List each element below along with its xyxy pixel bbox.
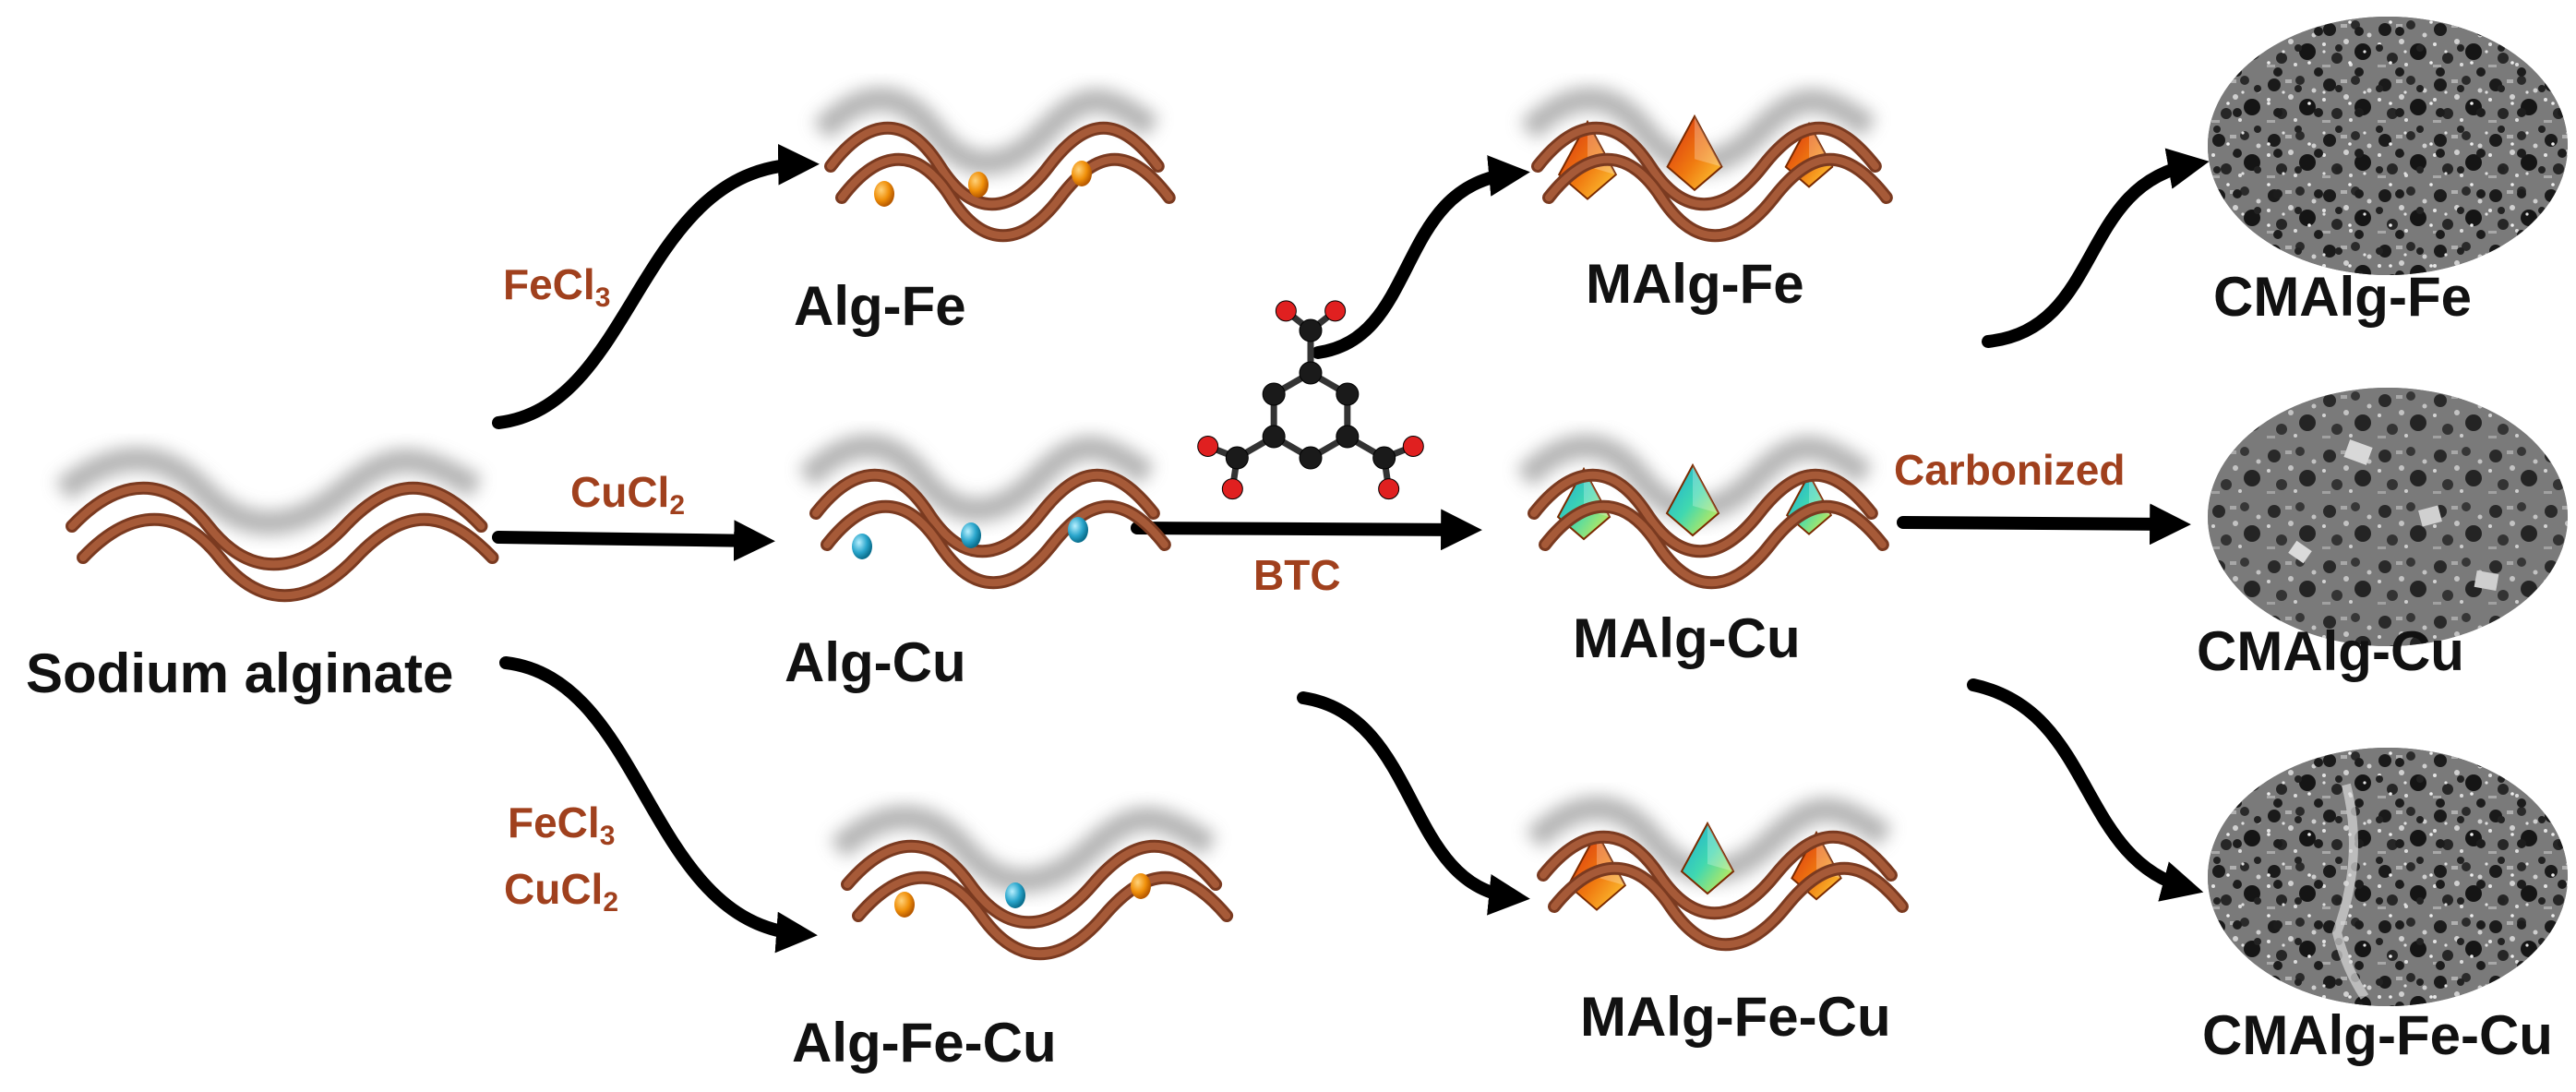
reagent-fecl3: FeCl3	[503, 260, 611, 313]
carbon-atom	[1299, 446, 1323, 470]
alginate-chain-malg-fe	[1519, 87, 1893, 243]
oxygen-atom	[1197, 436, 1219, 458]
arrow-to-malg-fe	[1312, 155, 1530, 359]
arrow-carbonized	[1897, 503, 2191, 546]
label-alg-fe: Alg-Fe	[794, 275, 966, 337]
oxygen-atom	[1221, 478, 1243, 500]
alginate-chain-sodium	[54, 447, 499, 603]
label-alg-fe-cu: Alg-Fe-Cu	[792, 1012, 1057, 1074]
cu-ion-icon	[1068, 517, 1088, 543]
arrow-to-cmalg-fe-cu	[1967, 678, 2204, 902]
arrow-to-malg-fe-cu	[1297, 691, 1530, 916]
fe-ion-icon	[1131, 873, 1151, 899]
carbon-atom	[1262, 382, 1286, 406]
reagent-btc: BTC	[1253, 551, 1341, 599]
carbon-atom	[1225, 446, 1249, 470]
fe-ion-icon	[874, 181, 894, 207]
alginate-chains	[54, 87, 1909, 961]
alginate-chain-malg-fe-cu	[1525, 796, 1909, 952]
sem-image-cmalg-fe	[2208, 17, 2568, 275]
label-cmalg-fe: CMAlg-Fe	[2213, 266, 2472, 328]
reagent-mix-cucl2: CuCl2	[504, 865, 619, 918]
arrow-to-cmalg-fe	[1982, 148, 2210, 348]
reagent-cucl2: CuCl2	[570, 468, 686, 521]
alginate-chain-malg-cu	[1516, 434, 1889, 590]
reaction-arrows	[492, 143, 2210, 954]
cu-ion-icon	[961, 522, 981, 548]
alginate-chain-alg-fe-cu	[830, 805, 1234, 961]
fe-ion-icon	[1072, 161, 1092, 186]
reagent-carbonized: Carbonized	[1894, 446, 2126, 494]
reagent-mix-fecl3: FeCl3	[508, 798, 616, 851]
label-malg-fe-cu: MAlg-Fe-Cu	[1580, 986, 1891, 1048]
label-cmalg-cu: CMAlg-Cu	[2197, 620, 2464, 682]
oxygen-atom	[1324, 300, 1347, 322]
carbon-atom	[1299, 361, 1323, 385]
cu-ion-icon	[852, 534, 872, 559]
cu-ion-icon	[1005, 882, 1025, 908]
label-cmalg-fe-cu: CMAlg-Fe-Cu	[2202, 1004, 2553, 1066]
oxygen-atom	[1275, 300, 1297, 322]
carbon-atom	[1262, 425, 1286, 449]
arrow-to-alg-fe-cu	[499, 656, 818, 954]
alginate-chain-alg-fe	[812, 87, 1176, 243]
arrow-to-alg-cu	[492, 520, 775, 562]
sem-image-cmalg-cu	[2208, 388, 2568, 646]
alginate-chain-alg-cu	[797, 434, 1171, 590]
carbon-atom	[1336, 382, 1360, 406]
arrow-to-alg-fe	[492, 143, 820, 429]
fe-ion-icon	[894, 892, 915, 918]
label-alg-cu: Alg-Cu	[785, 631, 966, 693]
mof-crystal-cu	[1680, 821, 1735, 895]
carbon-atom	[1336, 425, 1360, 449]
mof-crystal-cu	[1665, 462, 1720, 537]
fe-ion-icon	[968, 172, 988, 198]
label-malg-fe: MAlg-Fe	[1586, 253, 1804, 315]
label-malg-cu: MAlg-Cu	[1573, 607, 1801, 669]
mof-crystal-fe	[1666, 114, 1723, 192]
sem-image-cmalg-fe-cu	[2208, 748, 2568, 1006]
btc-molecule-icon	[1197, 300, 1424, 500]
oxygen-atom	[1378, 478, 1400, 500]
label-sodium-alginate: Sodium alginate	[26, 642, 454, 704]
carbon-atom	[1372, 446, 1396, 470]
carbon-atom	[1299, 318, 1323, 342]
arrow-btc	[1131, 509, 1482, 551]
oxygen-atom	[1402, 436, 1424, 458]
